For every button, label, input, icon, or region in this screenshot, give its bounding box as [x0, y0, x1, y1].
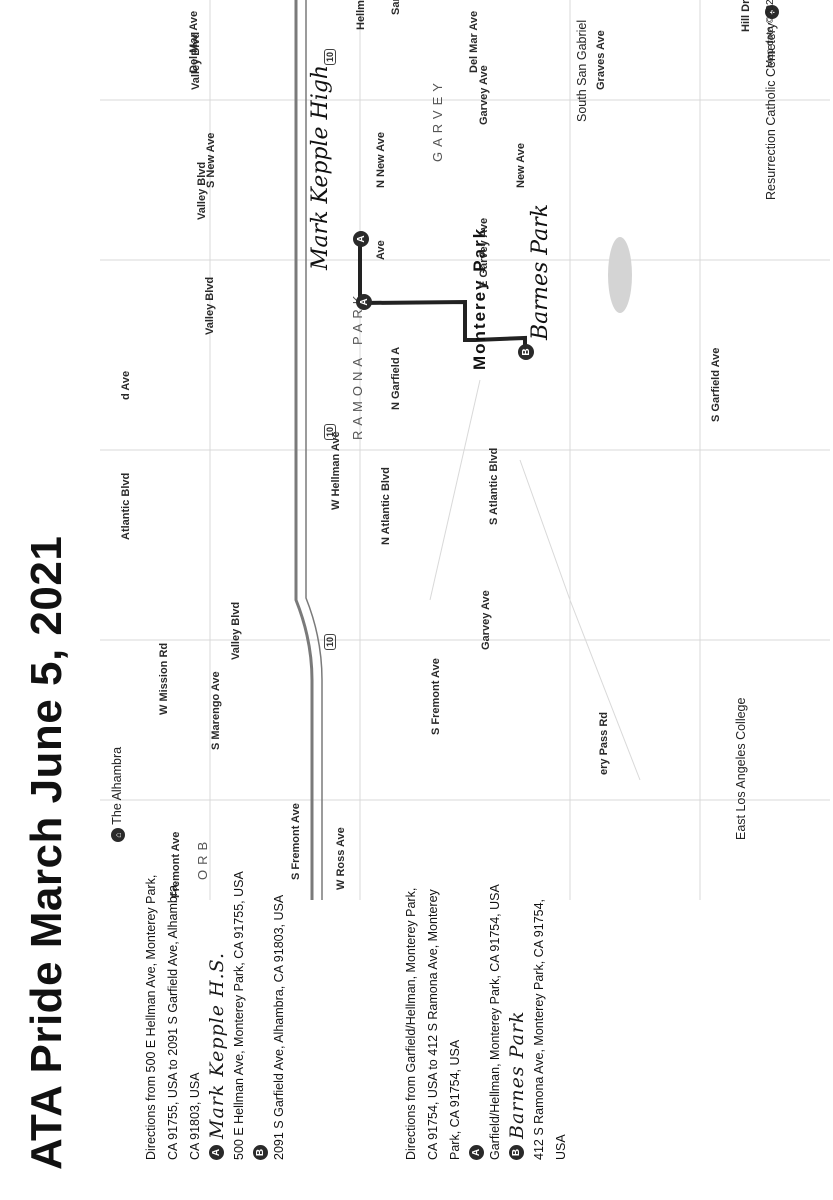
directions-panel-2: Directions from Garfield/Hellman, Monter… — [400, 870, 572, 1160]
street-label: ery Pass Rd — [598, 712, 610, 775]
poi-label: East Los Angeles College — [734, 697, 748, 840]
stop-address: Garfield/Hellman, Monterey Park, CA 9175… — [488, 884, 502, 1160]
route-pin-b-icon: B — [518, 344, 534, 360]
stop-a: A — [466, 870, 484, 1160]
area-label: ORB — [195, 836, 210, 880]
pin-b-icon: B — [509, 1145, 524, 1160]
street-label: S Garfield Ave — [710, 347, 722, 422]
pin-a-icon: A — [209, 1145, 224, 1160]
map-attribution: Map data ©2021 Google — [765, 0, 776, 68]
street-label: Del Mar Ave — [188, 10, 200, 73]
street-label: San Gabriel Blvd — [390, 0, 402, 15]
directions-header: Directions from Garfield/Hellman, Monter… — [404, 887, 462, 1160]
pin-b-icon: B — [253, 1145, 268, 1160]
handwritten-note: Barnes Park — [528, 203, 553, 340]
street-label: N Atlantic Blvd — [380, 467, 392, 545]
route-pin-a-icon: A — [353, 231, 369, 247]
highway-shield-icon: 10 — [324, 423, 336, 440]
street-label: W Mission Rd — [158, 642, 170, 715]
page-title: ATA Pride March June 5, 2021 — [22, 535, 71, 1170]
directions-header: Directions from 500 E Hellman Ave, Monte… — [144, 874, 202, 1160]
landmark-pin-icon: ⌂ — [111, 828, 125, 842]
pin-a-icon: A — [469, 1145, 484, 1160]
street-label: S New Ave — [205, 132, 217, 188]
handwritten-note: Mark Kepple High — [308, 64, 333, 270]
street-label: Garvey Ave — [478, 65, 490, 125]
street-label: W Hellman Ave — [330, 431, 342, 510]
street-label: S Fremont Ave — [430, 658, 442, 735]
map-canvas — [100, 0, 830, 900]
stop-address: 2091 S Garfield Ave, Alhambra, CA 91803,… — [272, 894, 286, 1160]
street-label: Hill Dr — [740, 0, 752, 32]
handwritten-note: Barnes Park — [506, 1010, 528, 1140]
street-label: d Ave — [120, 370, 132, 400]
street-label: E Garvey Ave — [478, 217, 490, 288]
route-map: RAMONA PARK GARVEY ORB Monterey Park Sou… — [100, 0, 830, 900]
street-label: Del Mar Ave — [468, 10, 480, 73]
street-label: Valley Blvd — [204, 276, 216, 335]
street-label: S Fremont Ave — [290, 803, 302, 880]
street-label: N Garfield A — [390, 346, 402, 410]
street-label: Valley Blvd — [230, 601, 242, 660]
street-label: Garvey Ave — [480, 590, 492, 650]
poi-label: ⌂ The Alhambra — [110, 747, 125, 842]
street-label: Ave — [375, 240, 387, 260]
area-label: RAMONA PARK — [350, 290, 365, 440]
street-label: New Ave — [515, 142, 527, 188]
stop-address: 500 E Hellman Ave, Monterey Park, CA 917… — [232, 871, 246, 1160]
poi-name: The Alhambra — [110, 746, 124, 825]
shaded-area — [608, 237, 632, 313]
directions-panel-1: Directions from 500 E Hellman Ave, Monte… — [140, 870, 290, 1160]
stop-address: 412 S Ramona Ave, Monterey Park, CA 9175… — [532, 898, 568, 1160]
street-label: Fremont Ave — [170, 831, 182, 898]
street-grid — [100, 0, 830, 900]
area-label: South San Gabriel — [575, 19, 589, 122]
street-label: N New Ave — [375, 131, 387, 188]
stop-b: B Barnes Park — [506, 870, 528, 1160]
street-label: S Atlantic Blvd — [488, 447, 500, 525]
area-label: GARVEY — [430, 78, 445, 162]
street-label: Atlantic Blvd — [120, 472, 132, 540]
highway-shield-icon: 10 — [324, 633, 336, 650]
street-label: S Marengo Ave — [210, 671, 222, 750]
stop-b: B — [250, 870, 268, 1160]
stop-a: A Mark Kepple H.S. — [206, 870, 228, 1160]
street-label: Graves Ave — [595, 30, 607, 90]
route-pin-a-icon: A — [356, 294, 372, 310]
freeway — [294, 0, 323, 900]
street-label: W Ross Ave — [335, 827, 347, 890]
handwritten-note: Mark Kepple H.S. — [206, 951, 228, 1139]
highway-shield-icon: 10 — [324, 48, 336, 65]
street-label: Hellman Ave — [355, 0, 367, 30]
